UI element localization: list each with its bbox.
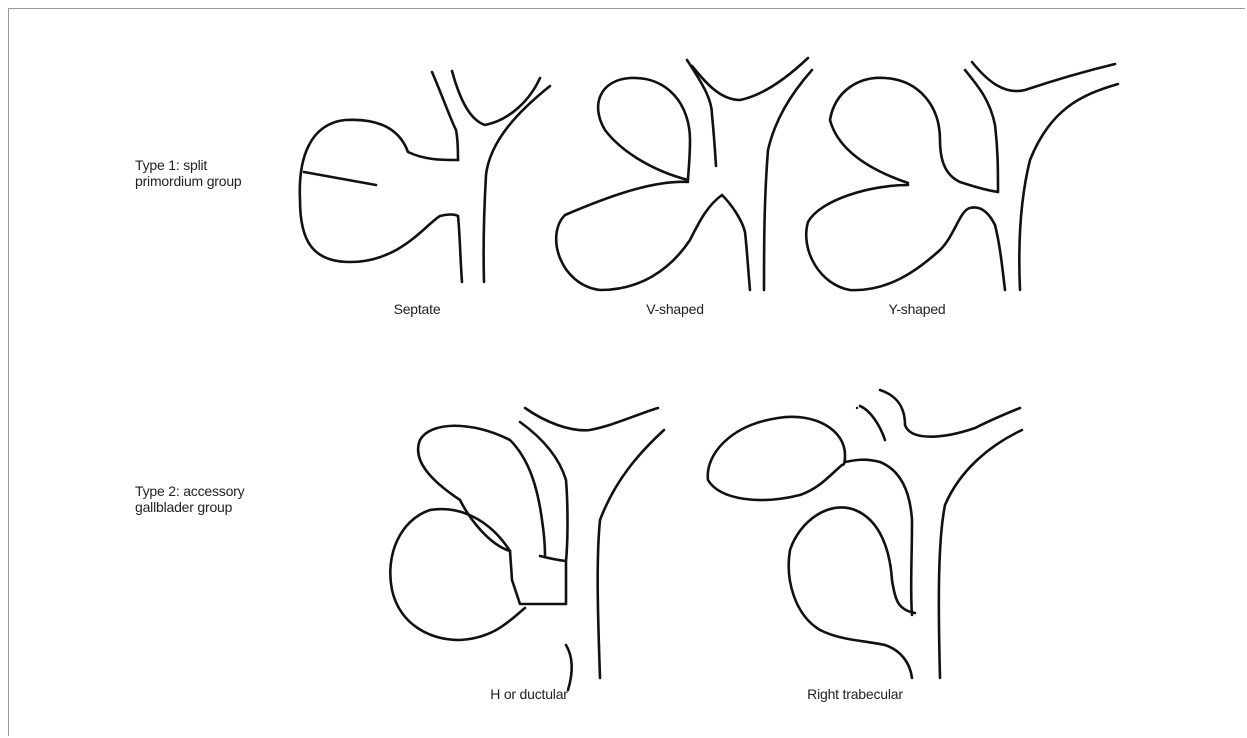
y-upper-gallbladder	[830, 78, 998, 192]
h-common-duct	[598, 430, 664, 678]
septate-left-hepatic-duct	[432, 72, 458, 160]
septate-common-duct	[484, 86, 550, 282]
h-connecting-duct-inner	[540, 556, 566, 604]
y-common-duct	[1019, 84, 1118, 290]
septate-cystic-lower-duct	[458, 216, 462, 282]
drawing-septate	[300, 71, 550, 282]
h-right-hepatic-duct	[525, 408, 658, 430]
h-cystic-lower	[566, 645, 572, 690]
v-upper-gallbladder	[598, 78, 690, 180]
h-upper-gallbladder	[418, 426, 545, 555]
rt-left-hepatic-duct	[860, 406, 885, 440]
v-common-duct	[764, 70, 812, 290]
v-lower-gallbladder	[556, 182, 722, 290]
v-cystic-lower	[722, 195, 750, 290]
y-right-hepatic-duct	[972, 62, 1115, 91]
drawing-h-ductular	[390, 408, 664, 690]
y-lower-gallbladder	[806, 185, 995, 290]
y-left-hepatic-duct	[965, 70, 998, 192]
y-cystic-lower	[995, 225, 1005, 290]
rt-speck	[856, 407, 858, 409]
septate-gallbladder-outline	[300, 120, 458, 262]
septate-right-hepatic-duct	[452, 71, 540, 125]
septate-septum	[304, 172, 376, 185]
rt-right-hepatic-duct	[880, 390, 1020, 437]
v-right-hepatic-duct	[692, 58, 808, 100]
rt-lower-gallbladder	[789, 507, 915, 645]
rt-common-duct	[939, 430, 1022, 678]
drawing-y-shaped	[806, 62, 1118, 290]
drawing-right-trabecular	[708, 390, 1022, 678]
drawing-v-shaped	[556, 58, 812, 290]
rt-cystic-duct-to-main	[845, 460, 912, 615]
rt-upper-gallbladder	[708, 417, 845, 500]
rt-lower-duct	[885, 645, 912, 678]
h-lower-gallbladder	[390, 509, 525, 640]
